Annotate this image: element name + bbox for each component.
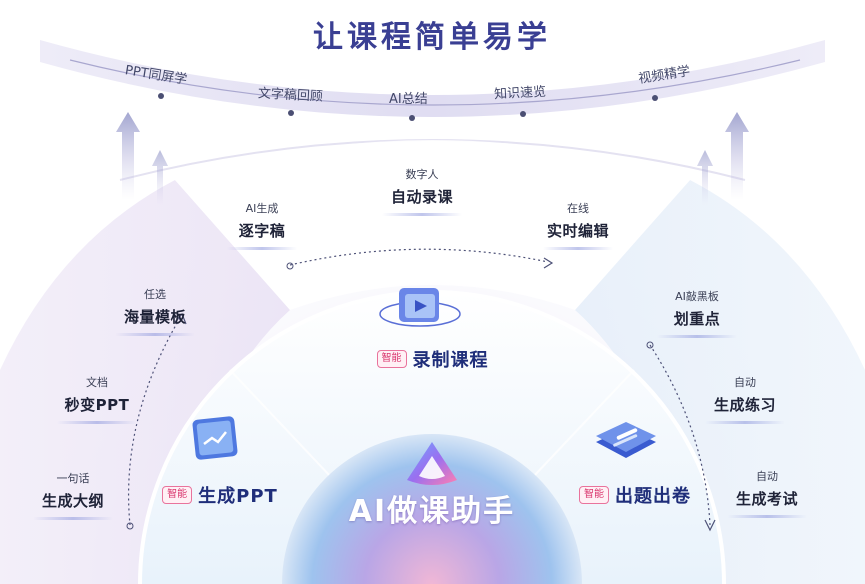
node-generate-exam: 自动 生成考试 (722, 468, 812, 518)
feature-generate-ppt: 智能生成PPT (155, 482, 285, 508)
timeline-dot (158, 93, 164, 99)
node-generate-outline: 一句话 生成大纲 (28, 470, 118, 520)
node-sub-label: 自动 (734, 376, 756, 389)
timeline-dot (520, 111, 526, 117)
node-sub-label: AI生成 (245, 202, 279, 215)
smart-badge: 智能 (579, 486, 609, 504)
top-item-ai-summary: AI总结 (389, 92, 428, 107)
node-main-label: 生成考试 (735, 490, 798, 508)
node-sub-label: 在线 (567, 202, 589, 215)
exam-paper-icon (596, 422, 656, 458)
node-main-label: 生成练习 (713, 396, 776, 414)
timeline-dot (652, 95, 658, 101)
video-record-icon (379, 288, 461, 327)
top-item-knowledge-overview: 知识速览 (493, 84, 547, 103)
feature-label: 生成PPT (198, 486, 278, 507)
node-doc-to-ppt: 文档 秒变PPT (52, 374, 142, 424)
timeline-dot (409, 115, 415, 121)
center-title: AI做课助手 (348, 494, 516, 529)
node-main-label: 逐字稿 (238, 222, 286, 240)
feature-label: 录制课程 (412, 350, 489, 371)
top-item-transcript-review: 文字稿回顾 (257, 86, 324, 105)
ppt-chart-icon (192, 416, 238, 460)
node-main-label: 秒变PPT (64, 396, 130, 414)
smart-badge: 智能 (162, 486, 193, 504)
node-generate-practice: 自动 生成练习 (700, 374, 790, 424)
node-sub-label: 数字人 (405, 168, 439, 181)
node-auto-record: 数字人 自动录课 (377, 166, 467, 216)
timeline-dot (288, 110, 294, 116)
node-sub-label: 自动 (756, 470, 778, 483)
node-main-label: 海量模板 (123, 308, 186, 326)
ai-logo-icon (407, 442, 457, 485)
smart-badge: 智能 (376, 350, 407, 368)
feature-label: 出题出卷 (615, 486, 691, 507)
node-main-label: 自动录课 (390, 188, 453, 206)
node-sub-label: 任选 (144, 288, 166, 301)
node-main-label: 实时编辑 (546, 222, 609, 240)
feature-record-course: 智能录制课程 (350, 346, 515, 372)
node-online-edit: 在线 实时编辑 (538, 200, 618, 250)
node-sub-label: 一句话 (56, 472, 90, 485)
node-ai-transcript: AI生成 逐字稿 (222, 200, 302, 250)
node-sub-label: AI敲黑板 (675, 290, 719, 303)
node-main-label: 生成大纲 (41, 492, 104, 510)
node-sub-label: 文档 (86, 376, 108, 389)
node-key-points: AI敲黑板 划重点 (652, 288, 742, 338)
node-main-label: 划重点 (673, 310, 721, 328)
node-template-library: 任选 海量模板 (110, 286, 200, 336)
feature-exam-paper: 智能出题出卷 (570, 482, 700, 508)
page-title: 让课程简单易学 (313, 20, 551, 55)
